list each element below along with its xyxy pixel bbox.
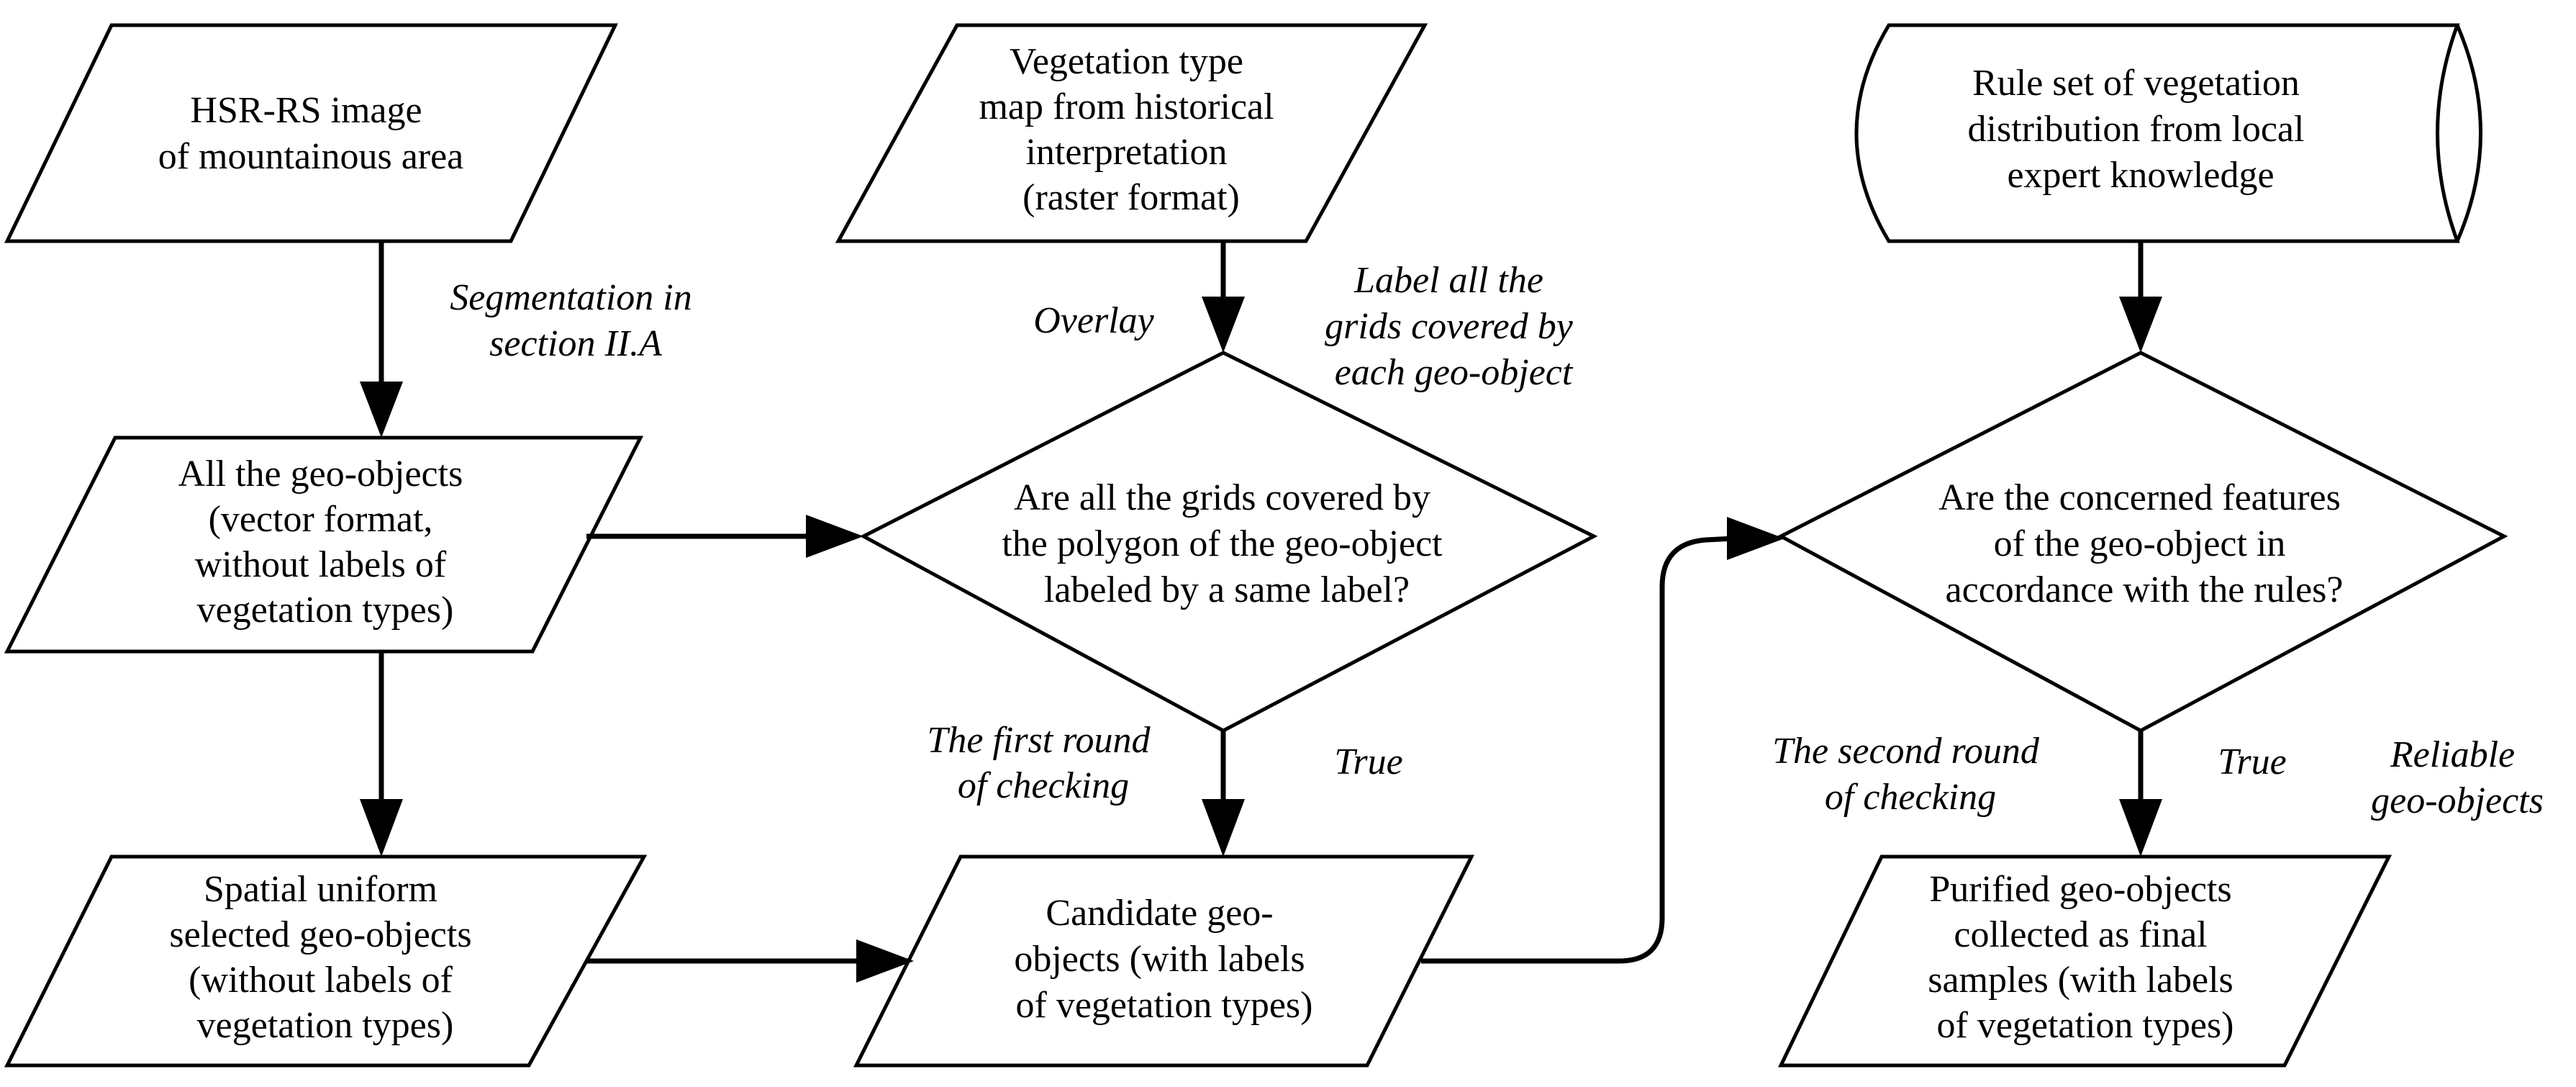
overlay-label: Overlay	[1033, 300, 1154, 341]
uniform-objects-shape	[4, 854, 648, 1068]
decision-2-text: Are the concerned features of the geo-ob…	[1938, 477, 2350, 610]
true-label-1: True	[1334, 741, 1402, 782]
arrow-hsr-to-all-head	[360, 382, 403, 438]
hsr-image-text: HSR-RS image of mountainous area	[158, 90, 464, 177]
purified-objects-text: Purified geo-objects collected as final …	[1928, 869, 2243, 1046]
reliable-label: Reliable geo-objects	[2371, 734, 2544, 821]
purified-objects-shape	[1778, 854, 2393, 1068]
candidate-objects-text: Candidate geo- objects (with labels of v…	[1014, 893, 1314, 1026]
label-grids-label: Label all the grids covered by each geo-…	[1325, 260, 1582, 393]
rule-set-storage-arc	[2455, 24, 2482, 242]
rule-set-storage-shape	[1854, 23, 2460, 243]
hsr-image-input-shape	[4, 23, 618, 243]
arrow-all-to-decision-1-head	[806, 515, 863, 558]
arrow-candidate-to-decision-2-head	[1727, 517, 1784, 560]
veg-map-text: Vegetation type map from historical inte…	[979, 41, 1283, 218]
arrow-rules-to-decision-2-head	[2119, 297, 2162, 353]
candidate-objects-shape	[853, 854, 1475, 1068]
second-round-label: The second round of checking	[1772, 731, 2049, 818]
true-label-2: True	[2218, 741, 2286, 782]
arrow-all-to-uniform-head	[360, 799, 403, 857]
arrow-candidate-to-decision-2	[1421, 536, 1735, 964]
all-objects-text: All the geo-objects (vector format, with…	[178, 454, 473, 631]
arrow-map-to-decision-1-head	[1202, 297, 1245, 353]
segmentation-label: Segmentation in section II.A	[450, 277, 702, 364]
all-objects-shape	[4, 436, 644, 654]
decision-1-text: Are all the grids covered by the polygon…	[1002, 477, 1451, 610]
rule-set-text: Rule set of vegetation distribution from…	[1968, 63, 2314, 196]
arrow-uniform-to-candidate-head	[856, 939, 914, 983]
first-round-label: The first round of checking	[927, 720, 1159, 806]
arrow-decision-2-to-purified-head	[2119, 799, 2162, 857]
arrow-decision-1-to-candidate-head	[1202, 799, 1245, 857]
veg-map-input-shape	[835, 23, 1428, 243]
uniform-objects-text: Spatial uniform selected geo-objects (wi…	[169, 869, 481, 1046]
